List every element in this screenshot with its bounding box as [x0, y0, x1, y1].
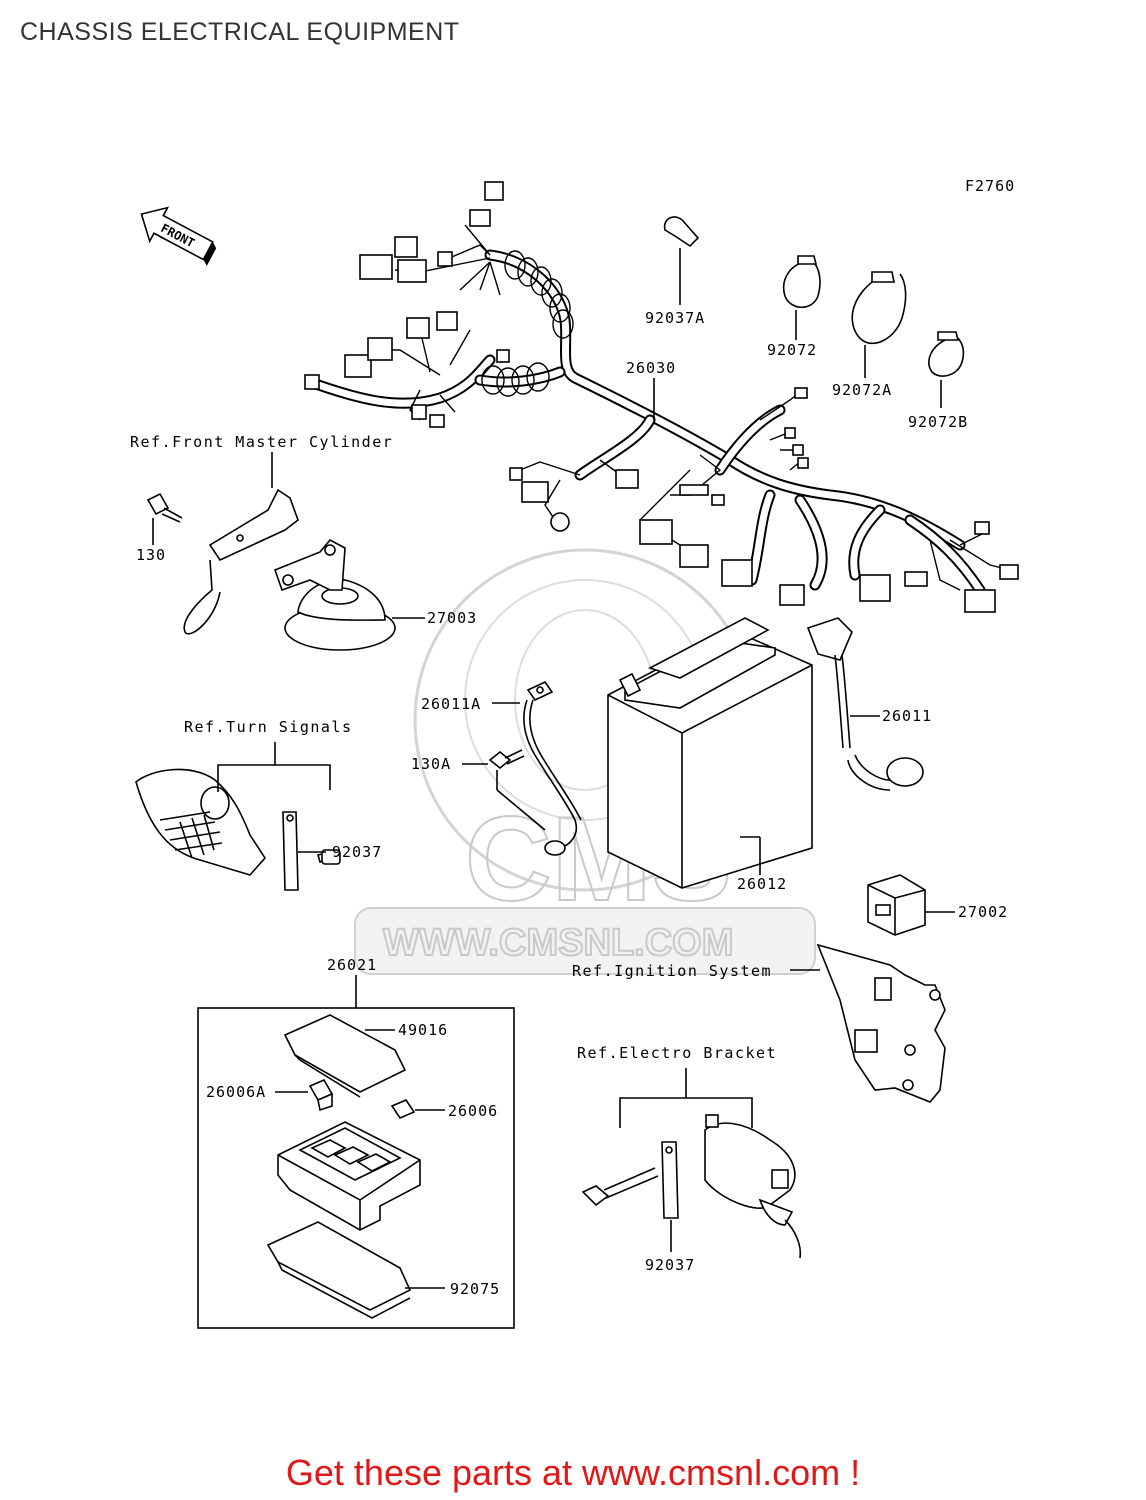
part-label-92075: 92075 [450, 1280, 500, 1298]
ground-lead [462, 680, 582, 856]
fuse-box-group [197, 975, 515, 1329]
watermark-banner [354, 907, 816, 975]
part-label-26006A: 26006A [206, 1083, 266, 1101]
relay [867, 874, 955, 936]
ref-electro-bracket: Ref.Electro Bracket [577, 1044, 777, 1062]
horn [273, 538, 425, 651]
ref-turn-signals: Ref.Turn Signals [184, 718, 353, 736]
battery [607, 617, 813, 889]
bracket-front-master [146, 452, 299, 635]
wiring-harness [304, 181, 1019, 613]
part-label-49016: 49016 [398, 1021, 448, 1039]
part-label-92037A: 92037A [645, 309, 705, 327]
part-label-26011: 26011 [882, 707, 932, 725]
watermark: CMS WWW.CMSNL.COM [354, 548, 816, 975]
part-label-92072: 92072 [767, 341, 817, 359]
front-arrow: FRONT [140, 206, 217, 266]
part-label-130A: 130A [411, 755, 451, 773]
part-label-130: 130 [136, 546, 166, 564]
part-label-26030: 26030 [626, 359, 676, 377]
part-label-92072B: 92072B [908, 413, 968, 431]
battery-lead [806, 617, 924, 791]
promo-link[interactable]: Get these parts at www.cmsnl.com ! [285, 1452, 861, 1493]
connector [359, 254, 393, 280]
ref-front-master-cylinder: Ref.Front Master Cylinder [130, 433, 393, 451]
part-label-26011A: 26011A [421, 695, 481, 713]
part-label-26006: 26006 [448, 1102, 498, 1120]
figure-code: F2760 [965, 177, 1015, 195]
part-label-92037-bracket: 92037 [645, 1256, 695, 1274]
ignition-bracket [790, 943, 946, 1103]
watermark-url: WWW.CMSNL.COM [383, 922, 733, 964]
part-label-27002: 27002 [958, 903, 1008, 921]
turn-signal [135, 742, 341, 891]
ref-ignition-system: Ref.Ignition System [572, 962, 772, 980]
part-label-26012: 26012 [737, 875, 787, 893]
band-92072 [783, 255, 821, 340]
clamp-92037A [663, 216, 700, 305]
parts-diagram: CMS WWW.CMSNL.COM F2760 FRONT [130, 177, 1019, 1329]
part-label-92072A: 92072A [832, 381, 892, 399]
electro-bracket-group [581, 1068, 802, 1259]
band-92072B [928, 331, 965, 408]
part-label-92037-turn: 92037 [332, 843, 382, 861]
page-title: CHASSIS ELECTRICAL EQUIPMENT [20, 18, 460, 46]
band-92072A [851, 271, 907, 378]
part-label-27003: 27003 [427, 609, 477, 627]
part-label-26021: 26021 [327, 956, 377, 974]
